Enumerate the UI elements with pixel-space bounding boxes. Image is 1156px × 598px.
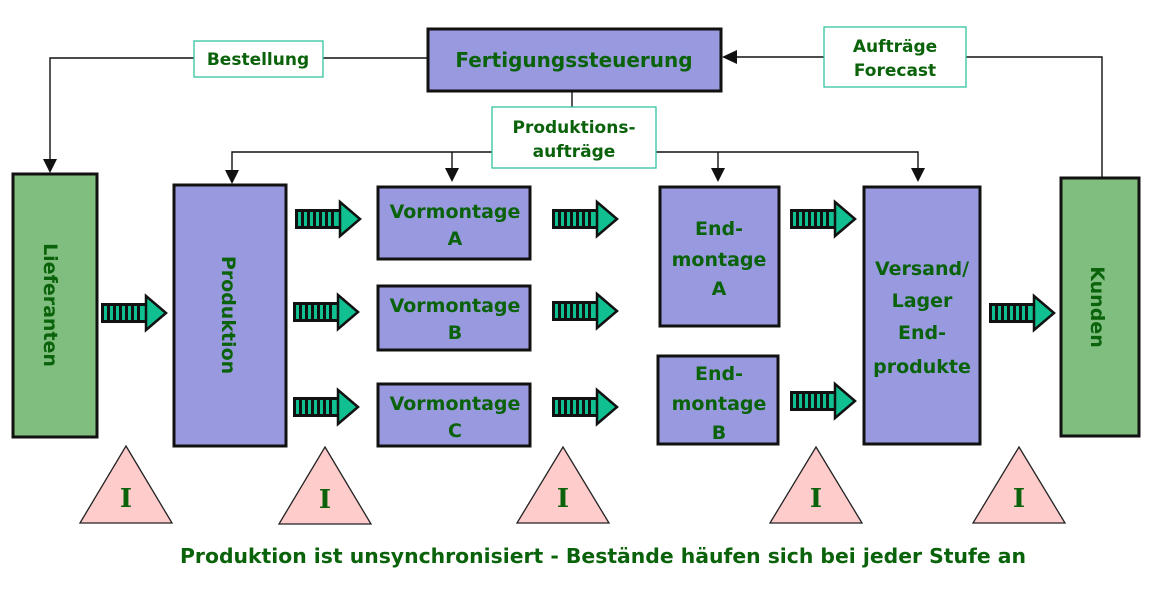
customers-node[interactable]: Kunden: [1059, 176, 1141, 438]
control-title: Fertigungssteuerung: [455, 48, 692, 72]
premount-c-node[interactable]: Vormontage C: [376, 382, 532, 448]
svg-text:produkte: produkte: [873, 356, 971, 378]
flow-arrow-finalmount-a-shipping: [788, 200, 857, 238]
svg-text:I: I: [319, 485, 331, 515]
svg-text:Vormontage: Vormontage: [390, 393, 521, 415]
arrowhead-control: [722, 50, 737, 64]
inventory-triangle-3: I: [515, 445, 611, 524]
svg-text:Vormontage: Vormontage: [390, 201, 521, 223]
production-label: Produktion: [217, 256, 239, 374]
inventory-triangle-4: I: [768, 445, 864, 524]
arrowhead-supplier: [43, 159, 57, 173]
svg-text:Aufträge: Aufträge: [853, 37, 937, 57]
premount-a-node[interactable]: Vormontage A: [376, 185, 532, 261]
production-node[interactable]: Produktion: [172, 183, 288, 448]
svg-text:End-: End-: [695, 363, 743, 385]
svg-text:End-: End-: [898, 322, 946, 344]
svg-text:Produktions-: Produktions-: [512, 118, 635, 138]
order-label: Bestellung: [193, 40, 324, 78]
svg-text:B: B: [448, 322, 462, 344]
flow-arrow-shipping-customers: [987, 294, 1056, 332]
customer-orders-label: Aufträge Forecast: [823, 26, 967, 88]
svg-text:Bestellung: Bestellung: [207, 50, 309, 70]
svg-text:C: C: [448, 420, 462, 442]
flow-arrow-supplier-production: [99, 294, 168, 332]
flow-arrow-production-premount-b: [291, 293, 360, 331]
flow-arrow-production-premount-a: [293, 200, 362, 238]
svg-text:aufträge: aufträge: [533, 142, 616, 162]
premount-b-node[interactable]: Vormontage B: [376, 284, 532, 352]
svg-text:A: A: [448, 228, 463, 250]
svg-text:A: A: [712, 278, 727, 300]
svg-text:End-: End-: [695, 218, 743, 240]
flow-arrow-production-premount-c: [291, 388, 360, 426]
svg-text:I: I: [1013, 484, 1025, 514]
svg-text:montage: montage: [672, 393, 767, 415]
svg-text:Vormontage: Vormontage: [390, 295, 521, 317]
svg-text:Versand/: Versand/: [875, 258, 969, 280]
inventory-triangle-5: I: [971, 445, 1067, 524]
svg-text:B: B: [712, 422, 726, 444]
flow-arrow-premount-b-out: [550, 292, 619, 330]
finalmount-a-node[interactable]: End- montage A: [658, 185, 781, 328]
arrowhead-production: [225, 170, 239, 184]
diagram-caption: Produktion ist unsynchronisiert - Bestän…: [180, 544, 1026, 568]
flow-arrow-premount-a-out: [550, 200, 619, 238]
arrowhead-premount: [445, 168, 459, 182]
svg-text:I: I: [120, 484, 132, 514]
flow-arrow-premount-c-out: [550, 388, 619, 426]
svg-text:I: I: [810, 484, 822, 514]
customers-label: Kunden: [1086, 266, 1108, 347]
shipping-node[interactable]: Versand/ Lager End- produkte: [862, 185, 982, 446]
svg-text:Forecast: Forecast: [854, 61, 936, 81]
production-orders-label: Produktions- aufträge: [491, 106, 657, 169]
svg-text:montage: montage: [672, 249, 767, 271]
inventory-triangle-2: I: [277, 445, 373, 525]
arrowhead-shipping: [911, 168, 925, 182]
supplier-label: Lieferanten: [39, 243, 61, 367]
flow-arrow-finalmount-b-shipping: [788, 382, 857, 420]
svg-text:I: I: [557, 484, 569, 514]
supplier-node[interactable]: Lieferanten: [11, 172, 99, 439]
control-node[interactable]: Fertigungssteuerung: [426, 27, 723, 93]
finalmount-b-node[interactable]: End- montage B: [656, 354, 780, 446]
inventory-triangle-1: I: [78, 444, 174, 524]
svg-text:Lager: Lager: [892, 290, 953, 312]
arrowhead-finalmount: [711, 168, 725, 182]
